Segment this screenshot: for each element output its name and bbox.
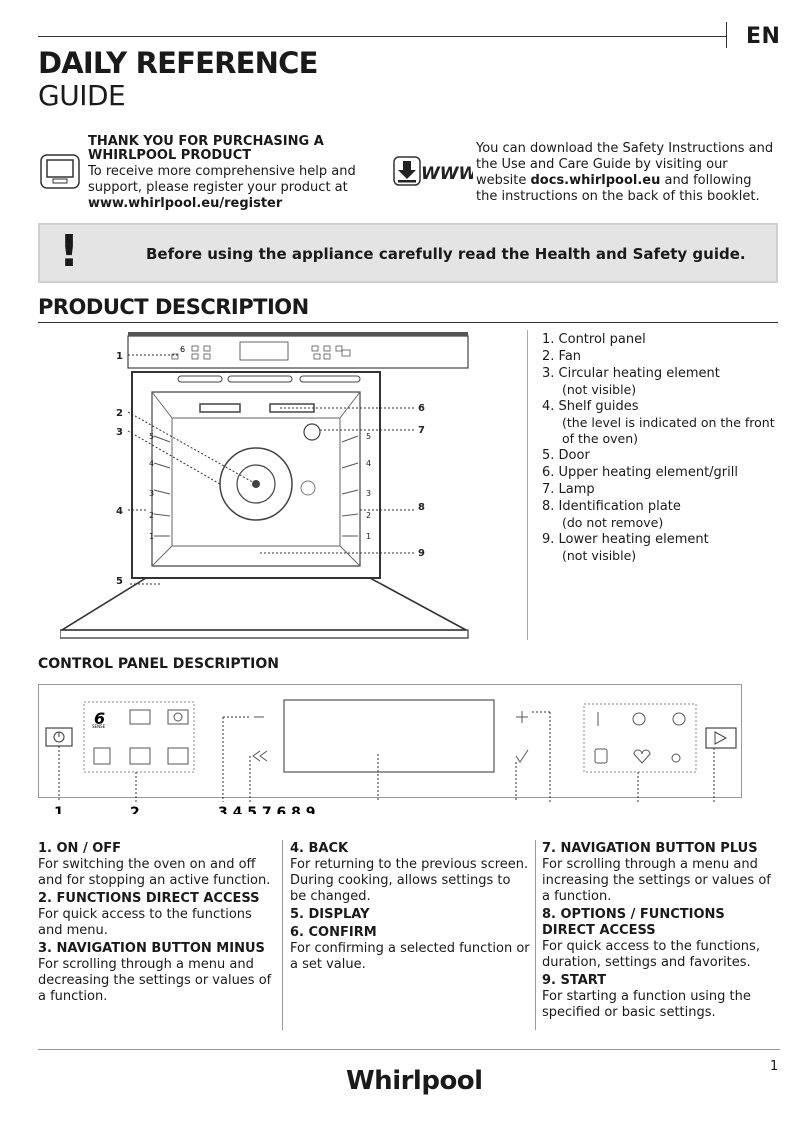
control-panel-drawing: 6 SENSE 1 2 3 4 5 7 6 8 9 [45, 699, 737, 814]
display-screen [283, 699, 495, 773]
shelf-level-3-right: 3 [366, 489, 371, 498]
cp-desc-column-1: 1. ON / OFF For switching the oven on an… [38, 839, 274, 1005]
cp-item-title: 2. FUNCTIONS DIRECT ACCESS [38, 891, 260, 906]
settings-icon [671, 753, 681, 763]
cp-item-title: 9. START [542, 973, 607, 988]
column-separator [535, 840, 536, 1030]
page-number: 1 [770, 1059, 779, 1074]
cp-item-title: 8. OPTIONS / FUNCTIONS DIRECT ACCESS [542, 907, 725, 938]
control-panel-diagram [38, 684, 742, 798]
cp-item-title: 3. NAVIGATION BUTTON MINUS [38, 941, 265, 956]
register-link[interactable]: www.whirlpool.eu/register [88, 196, 283, 211]
cp-item-title: 6. CONFIRM [290, 925, 377, 940]
part-item: 7. Lamp [542, 482, 595, 497]
cp-number-1: 1 [54, 805, 64, 814]
fan-function-icon [167, 709, 189, 725]
control-panel-heading: CONTROL PANEL DESCRIPTION [38, 656, 279, 672]
callout-2: 2 [116, 408, 123, 419]
part-item: 3. Circular heating element [542, 366, 720, 381]
shelf-level-5-right: 5 [366, 432, 371, 441]
cp-item-title: 5. DISPLAY [290, 907, 370, 922]
shelf-level-2-right: 2 [366, 511, 371, 520]
www-label: WWW [421, 164, 473, 184]
page-subtitle: GUIDE [38, 79, 126, 112]
cp-number-3-9: 3 4 5 7 6 8 9 [218, 805, 315, 814]
part-item: 6. Upper heating element/grill [542, 465, 738, 480]
shelf-level-5-left: 5 [149, 432, 154, 441]
cp-item-text: For starting a function using the specif… [542, 989, 751, 1020]
callout-9: 9 [418, 548, 425, 559]
cp-item-text: For quick access to the functions, durat… [542, 939, 760, 970]
callout-6: 6 [418, 403, 425, 414]
conventional-icon [129, 747, 151, 765]
part-item: 9. Lower heating element [542, 532, 709, 547]
callout-3: 3 [116, 427, 123, 438]
favorites-icon [594, 748, 608, 764]
shelf-level-2-left: 2 [149, 511, 154, 520]
docs-link[interactable]: docs.whirlpool.eu [530, 173, 661, 188]
sixth-sense-label: SENSE [92, 724, 106, 729]
cp-item-text: For quick access to the functions and me… [38, 907, 252, 938]
column-separator [282, 840, 283, 1030]
part-item: 2. Fan [542, 349, 582, 364]
product-separator [527, 330, 528, 640]
part-note: (the level is indicated on the front of … [562, 415, 775, 446]
page-title: DAILY REFERENCE [38, 46, 318, 80]
part-note: (not visible) [562, 548, 637, 563]
warning-box [38, 223, 778, 283]
timer-icon [672, 712, 686, 726]
callout-1: 1 [116, 351, 123, 362]
clock-icon [632, 712, 646, 726]
parts-list: 1. Control panel 2. Fan 3. Circular heat… [542, 331, 787, 564]
shelf-level-4-right: 4 [366, 459, 371, 468]
oven-diagram: 6 5 4 3 2 1 5 4 [60, 332, 469, 639]
callout-5: 5 [116, 576, 123, 587]
part-item: 4. Shelf guides [542, 399, 639, 414]
heart-icon [633, 749, 651, 764]
product-heading-rule [38, 322, 778, 323]
download-body: You can download the Safety Instructions… [476, 141, 774, 204]
cp-item-text: For scrolling through a menu and increas… [542, 857, 771, 904]
part-item: 1. Control panel [542, 332, 646, 347]
whirlpool-logo: Whirlpool [346, 1066, 483, 1096]
cp-item-title: 4. BACK [290, 841, 349, 856]
callout-8: 8 [418, 502, 425, 513]
cp-item-text: For switching the oven on and off and fo… [38, 857, 271, 888]
cp-item-title: 1. ON / OFF [38, 841, 122, 856]
cp-item-text: For scrolling through a menu and decreas… [38, 957, 272, 1004]
callout-4: 4 [116, 506, 123, 517]
computer-icon [40, 154, 80, 189]
cp-desc-column-2: 4. BACK For returning to the previous sc… [290, 839, 530, 973]
cp-item-text: For confirming a selected function or a … [290, 941, 530, 972]
shelf-level-1-right: 1 [366, 532, 371, 541]
cp-item-text: For returning to the previous screen. Du… [290, 857, 529, 904]
part-note: (not visible) [562, 382, 637, 397]
footer-rule [38, 1049, 780, 1050]
shelf-level-4-left: 4 [149, 459, 154, 468]
thanks-body: To receive more comprehensive help and s… [88, 164, 356, 211]
callout-7: 7 [418, 425, 425, 436]
thanks-heading: THANK YOU FOR PURCHASING A WHIRLPOOL PRO… [88, 134, 324, 163]
language-code: EN [746, 24, 781, 49]
cp-number-2: 2 [130, 805, 140, 814]
warning-icon: ! [59, 226, 80, 277]
start-button[interactable] [705, 727, 737, 749]
panel-mini-label: 6 [180, 345, 185, 354]
bottom-heat-icon [167, 747, 189, 765]
product-description-heading: PRODUCT DESCRIPTION [38, 295, 309, 319]
cp-item-title: 7. NAVIGATION BUTTON PLUS [542, 841, 758, 856]
header-rule-tick [726, 22, 727, 48]
shelf-level-1-left: 1 [149, 532, 154, 541]
grill-icon [129, 709, 151, 725]
download-icon: WWW [393, 156, 473, 186]
menu-icon [93, 747, 111, 765]
sixth-sense-icon: 6 [94, 709, 105, 728]
part-note: (do not remove) [562, 515, 664, 530]
part-item: 8. Identification plate [542, 499, 681, 514]
cp-desc-column-3: 7. NAVIGATION BUTTON PLUS For scrolling … [542, 839, 782, 1021]
part-item: 5. Door [542, 448, 590, 463]
header-rule [38, 36, 726, 37]
shelf-level-3-left: 3 [149, 489, 154, 498]
warning-text: Before using the appliance carefully rea… [146, 245, 746, 263]
